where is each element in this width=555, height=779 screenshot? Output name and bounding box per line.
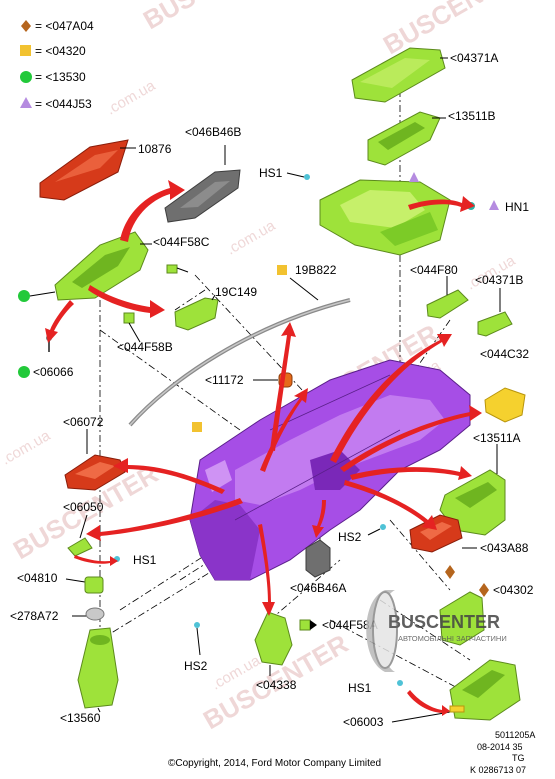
label-HS2-right: HS2 — [338, 530, 362, 544]
legend-text: = <047A04 — [35, 19, 94, 33]
stamp-line: 5011205A — [495, 730, 535, 740]
clip-icon — [397, 680, 403, 686]
part-19C149 — [174, 297, 219, 331]
label-HS1-bottom: HS1 — [348, 681, 372, 695]
assembly-arrows — [45, 180, 482, 716]
watermark-domain: .com.ua — [104, 77, 159, 119]
label-04338: <04338 — [256, 678, 297, 692]
square-icon — [192, 422, 202, 432]
label-046B46B: <046B46B — [185, 125, 241, 139]
label-044F58B: <044F58B — [117, 340, 173, 354]
part-04371B — [477, 311, 513, 337]
part-13511B — [367, 111, 441, 166]
clip-icon — [194, 622, 200, 628]
clip-icon — [304, 174, 310, 180]
triangle-icon — [20, 97, 32, 108]
label-06066: <06066 — [33, 365, 74, 379]
part-13511A — [439, 469, 506, 536]
label-04371A: <04371A — [450, 51, 498, 65]
part-bracket-left — [54, 231, 149, 301]
circle-icon — [20, 71, 32, 83]
label-06003: <06003 — [343, 715, 384, 729]
part-044F80 — [426, 289, 469, 319]
watermark-domain: .com.ua — [224, 217, 279, 259]
label-HS2-bottom: HS2 — [184, 659, 208, 673]
drawing-stamp: 5011205A 08-2014 35 TG K 0286713 07 — [470, 730, 535, 775]
part-06003 — [449, 705, 465, 713]
label-044F80: <044F80 — [410, 263, 458, 277]
legend-item-triangle: = <044J53 — [20, 97, 92, 111]
legend-text: = <044J53 — [35, 97, 92, 111]
part-04302 — [439, 591, 485, 646]
legend-item-circle: = <13530 — [20, 70, 86, 84]
label-04302: <04302 — [493, 583, 534, 597]
diamond-icon — [445, 565, 455, 579]
watermark-domain: .com.ua — [0, 427, 54, 469]
part-04338 — [254, 611, 293, 666]
part-bracket-lower-right — [449, 659, 521, 721]
part-046B46B — [164, 169, 241, 223]
part-10876 — [39, 139, 129, 201]
diamond-icon — [21, 20, 31, 32]
part-04371A — [351, 47, 446, 103]
label-04371B: <04371B — [475, 273, 523, 287]
part-04810 — [84, 576, 104, 594]
label-13511A: <13511A — [473, 431, 521, 445]
legend-item-diamond: = <047A04 — [21, 19, 94, 33]
circle-icon — [18, 366, 30, 378]
diamond-icon — [479, 583, 489, 597]
label-278A72: <278A72 — [10, 609, 59, 623]
part-06072 — [64, 454, 126, 491]
label-HS1-mid: HS1 — [133, 553, 157, 567]
stamp-line: K 0286713 07 — [470, 765, 526, 775]
part-046B46A — [305, 539, 331, 578]
legend-item-square: = <04320 — [20, 44, 86, 58]
label-044C32: <044C32 — [480, 347, 529, 361]
label-13560: <13560 — [60, 711, 101, 725]
watermark-logo: BUSCENTER АВТОМОБІЛЬНІ ЗАПЧАСТИНИ — [366, 590, 507, 672]
part-044C32 — [484, 387, 526, 423]
part-043A88 — [409, 514, 463, 553]
copyright: ©Copyright, 2014, Ford Motor Company Lim… — [168, 758, 381, 769]
legend-text: = <13530 — [35, 70, 86, 84]
logo-name: BUSCENTER — [388, 612, 500, 632]
label-06072: <06072 — [63, 415, 104, 429]
label-HS1-top: HS1 — [259, 166, 283, 180]
triangle-icon — [489, 200, 499, 210]
part-06050 — [67, 537, 93, 557]
square-icon — [277, 265, 287, 275]
logo-tagline: АВТОМОБІЛЬНІ ЗАПЧАСТИНИ — [398, 634, 507, 643]
part-duct-upper — [319, 179, 451, 256]
part-13560 — [77, 627, 119, 709]
legend: = <047A04 = <04320 = <13530 = <044J53 — [20, 19, 94, 111]
label-06050: <06050 — [63, 500, 104, 514]
circle-icon — [18, 290, 30, 302]
triangle-icon — [409, 172, 419, 182]
label-04810: <04810 — [17, 571, 58, 585]
label-11172: <11172 — [205, 373, 244, 387]
label-19C149: 19C149 — [215, 285, 257, 299]
label-043A88: <043A88 — [480, 541, 529, 555]
clip-icon — [380, 524, 386, 530]
label-044F58A: <044F58A — [322, 618, 378, 632]
label-19B822: 19B822 — [295, 263, 337, 277]
stamp-line: 08-2014 35 — [477, 742, 523, 752]
stamp-line: TG — [512, 753, 525, 763]
label-046B46A: <046B46A — [290, 581, 346, 595]
label-HN1: HN1 — [505, 200, 529, 214]
part-278A72 — [85, 607, 105, 621]
square-icon — [20, 45, 31, 56]
label-13511B: <13511B — [448, 109, 496, 123]
watermark-brand: BUSCENTER — [138, 0, 293, 35]
label-10876: 10876 — [138, 142, 172, 156]
legend-text: = <04320 — [35, 44, 86, 58]
label-044F58C: <044F58C — [153, 235, 210, 249]
